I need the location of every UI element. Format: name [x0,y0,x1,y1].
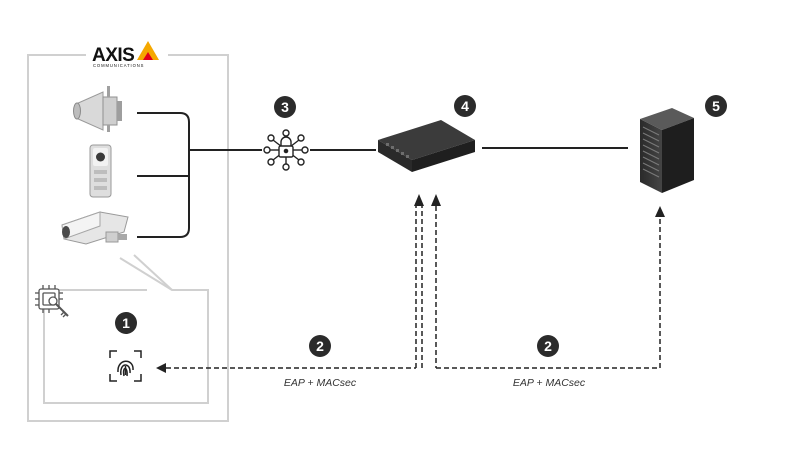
door-station-icon [89,144,112,198]
eap-links [166,206,661,369]
logo-tagline: COMMUNICATIONS [93,63,144,68]
step-badge-2-left: 2 [309,335,331,357]
fingerprint-scan-icon [109,350,142,382]
step-number: 2 [316,338,324,354]
protocol-label-left: EAP + MACsec [284,377,357,389]
step-badge-2-right: 2 [537,335,559,357]
bullet-camera-icon [61,211,129,245]
server-rack-icon [640,108,694,193]
step-badge-5: 5 [705,95,727,117]
eap-arrowheads [156,194,665,373]
step-badge-4: 4 [454,95,476,117]
step-number: 4 [461,98,469,114]
step-number: 3 [281,99,289,115]
step-badge-3: 3 [274,96,296,118]
protocol-label-right: EAP + MACsec [513,377,586,389]
step-number: 2 [544,338,552,354]
horn-speaker-icon [73,86,122,132]
network-lock-icon [263,129,309,171]
step-badge-1: 1 [115,312,137,334]
device-wiring [137,112,628,238]
logo-wordmark: AXIS [92,45,134,66]
step-number: 5 [712,98,720,114]
logo-triangle-icon [137,41,159,60]
step-number: 1 [122,315,130,331]
network-switch-icon [378,120,475,172]
axis-logo: AXIS COMMUNICATIONS [86,41,168,70]
secure-chip-key-icon [35,285,69,318]
